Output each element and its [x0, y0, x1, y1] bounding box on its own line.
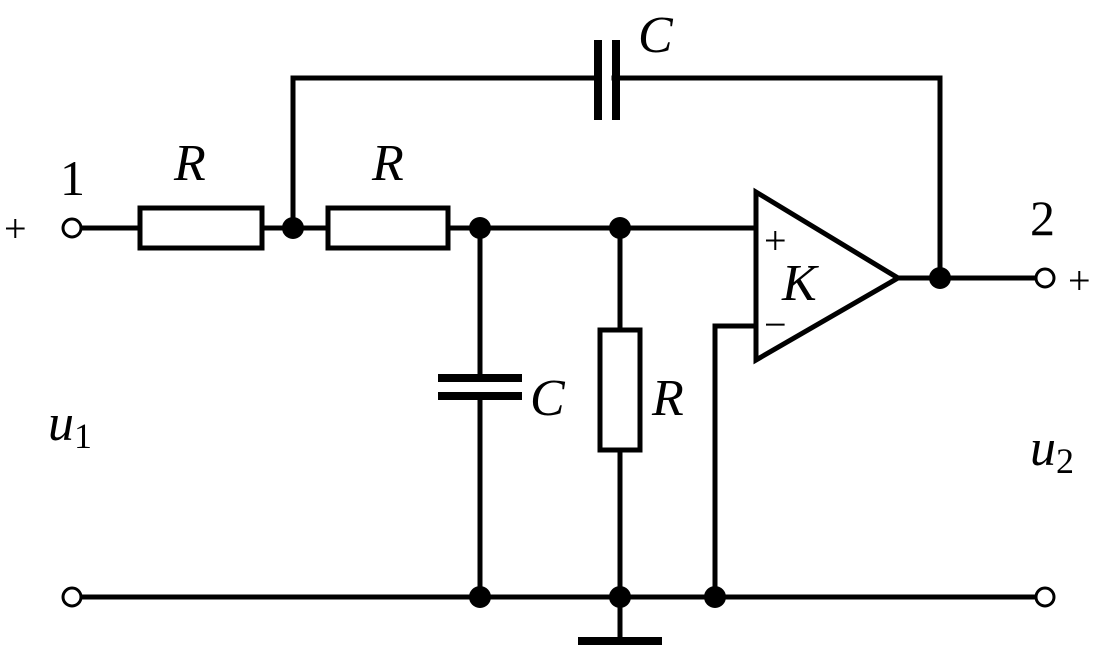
resistor-series-1	[137, 205, 265, 251]
label-amplifier-gain: K	[781, 255, 819, 312]
resistor-shunt	[597, 327, 643, 453]
wire-amp-minus-ground	[712, 323, 759, 600]
wires	[77, 75, 1039, 645]
terminal-output-bottom	[1034, 586, 1056, 608]
junction-dot	[929, 267, 951, 289]
label-r-series-2: R	[371, 135, 404, 192]
label-amp-minus: −	[764, 302, 787, 347]
terminals	[61, 217, 1056, 608]
junction-dot	[704, 586, 726, 608]
labels: R R R C C K + − 1 2 + + u1 u2	[4, 7, 1091, 481]
junctions	[282, 217, 951, 608]
label-c-shunt: C	[530, 370, 566, 427]
label-port-1: 1	[60, 150, 85, 206]
resistor-series-2	[325, 205, 451, 251]
label-output-plus: +	[1068, 258, 1091, 303]
terminal-output-top	[1034, 267, 1056, 289]
label-u2-var: u	[1030, 420, 1056, 477]
components	[137, 40, 903, 453]
wire-feedback-left	[290, 75, 599, 231]
junction-dot	[282, 217, 304, 239]
junction-dot	[469, 217, 491, 239]
junction-dot	[609, 217, 631, 239]
terminal-input-top	[61, 217, 83, 239]
label-u2-sub: 2	[1056, 441, 1074, 481]
label-u1-var: u	[48, 395, 74, 452]
junction-dot	[469, 586, 491, 608]
terminal-input-bottom	[61, 586, 83, 608]
op-amp-triangle	[753, 187, 903, 365]
label-input-plus: +	[4, 206, 27, 251]
capacitor-shunt	[438, 374, 522, 400]
label-port-2: 2	[1030, 190, 1055, 246]
label-amp-plus: +	[764, 218, 787, 263]
junction-dot	[609, 586, 631, 608]
label-u1-sub: 1	[74, 416, 92, 456]
label-u2: u2	[1030, 420, 1074, 481]
label-r-shunt: R	[651, 370, 684, 427]
capacitor-feedback	[594, 40, 620, 120]
label-r-series-1: R	[173, 135, 206, 192]
label-u1: u1	[48, 395, 92, 456]
label-c-feedback: C	[638, 7, 674, 64]
wire-feedback-right	[611, 75, 943, 281]
